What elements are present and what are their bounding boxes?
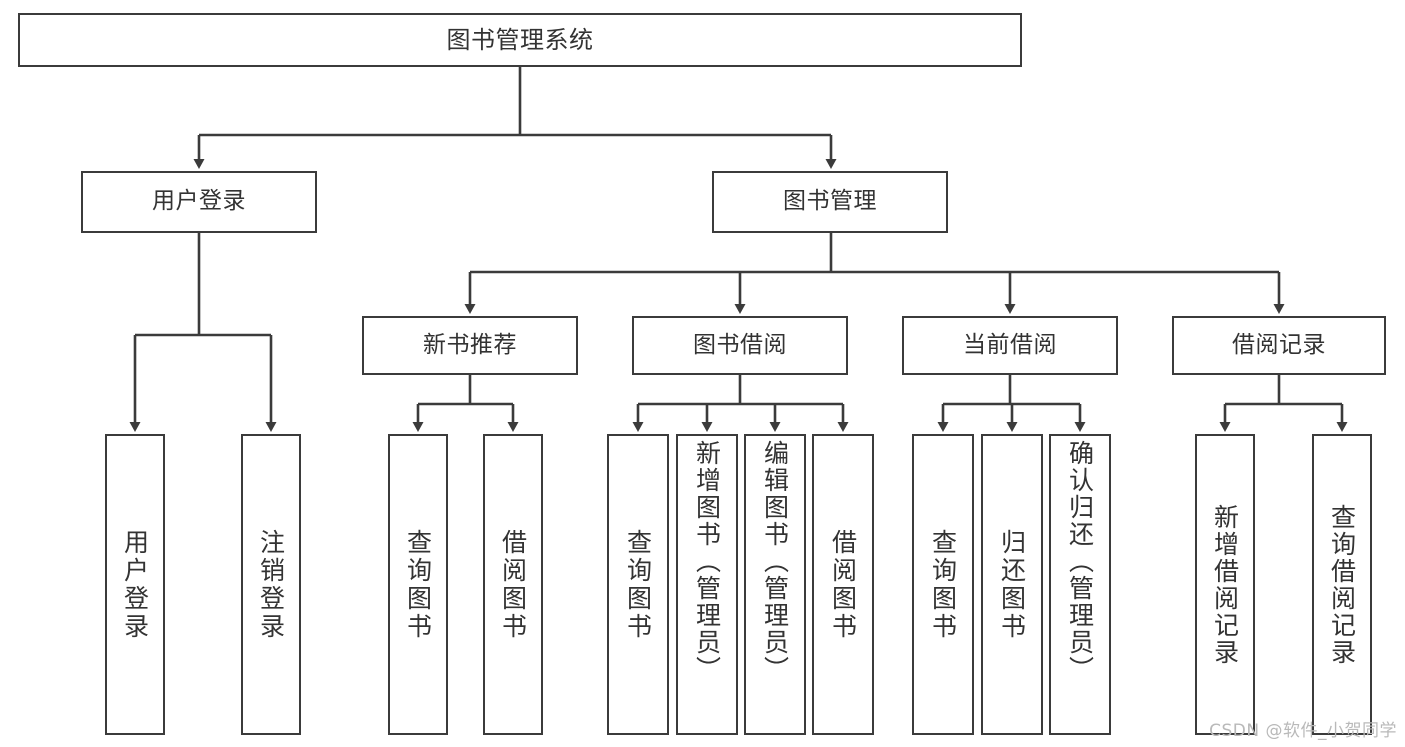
node-borrow-record[interactable]: 借阅记录 [1172, 316, 1386, 375]
leaf-rec-borrow-book[interactable]: 借阅图书 [483, 434, 543, 735]
node-book-manage[interactable]: 图书管理 [712, 171, 948, 233]
node-label: 确认归还（管理员） [1065, 440, 1095, 683]
node-root[interactable]: 图书管理系统 [18, 13, 1022, 67]
leaf-cur-query-book[interactable]: 查询图书 [912, 434, 974, 735]
leaf-rec-query-record[interactable]: 查询借阅记录 [1312, 434, 1372, 735]
node-label: 新增图书（管理员） [692, 440, 722, 683]
node-label: 图书管理 [783, 188, 877, 215]
leaf-borrow-edit-book[interactable]: 编辑图书（管理员） [744, 434, 806, 735]
leaf-cur-return-book[interactable]: 归还图书 [981, 434, 1043, 735]
leaf-cur-confirm-return[interactable]: 确认归还（管理员） [1049, 434, 1111, 735]
node-book-borrow[interactable]: 图书借阅 [632, 316, 848, 375]
leaf-user-logout[interactable]: 注销登录 [241, 434, 301, 735]
leaf-borrow-query-book[interactable]: 查询图书 [607, 434, 669, 735]
leaf-user-login[interactable]: 用户登录 [105, 434, 165, 735]
leaf-borrow-add-book[interactable]: 新增图书（管理员） [676, 434, 738, 735]
node-label: 新书推荐 [423, 331, 517, 358]
node-label: 借阅记录 [1232, 331, 1326, 358]
node-current-borrow[interactable]: 当前借阅 [902, 316, 1118, 375]
node-label: 借阅图书 [828, 528, 858, 641]
csdn-watermark: CSDN @软件_小贺同学 [1209, 721, 1397, 741]
node-label: 当前借阅 [963, 331, 1057, 358]
node-label: 归还图书 [997, 528, 1027, 641]
node-label: 图书管理系统 [446, 25, 594, 54]
node-new-book-rec[interactable]: 新书推荐 [362, 316, 578, 375]
node-label: 用户登录 [152, 188, 246, 215]
node-label: 新增借阅记录 [1210, 503, 1240, 666]
node-label: 注销登录 [256, 528, 286, 641]
node-user-login[interactable]: 用户登录 [81, 171, 317, 233]
node-label: 用户登录 [120, 528, 150, 641]
node-label: 查询图书 [403, 528, 433, 641]
leaf-rec-add-record[interactable]: 新增借阅记录 [1195, 434, 1255, 735]
node-label: 查询借阅记录 [1327, 503, 1357, 666]
node-label: 借阅图书 [498, 528, 528, 641]
node-label: 查询图书 [623, 528, 653, 641]
node-label: 查询图书 [928, 528, 958, 641]
node-label: 编辑图书（管理员） [760, 440, 790, 683]
leaf-rec-query-book[interactable]: 查询图书 [388, 434, 448, 735]
node-label: 图书借阅 [693, 331, 787, 358]
leaf-borrow-borrow-book[interactable]: 借阅图书 [812, 434, 874, 735]
